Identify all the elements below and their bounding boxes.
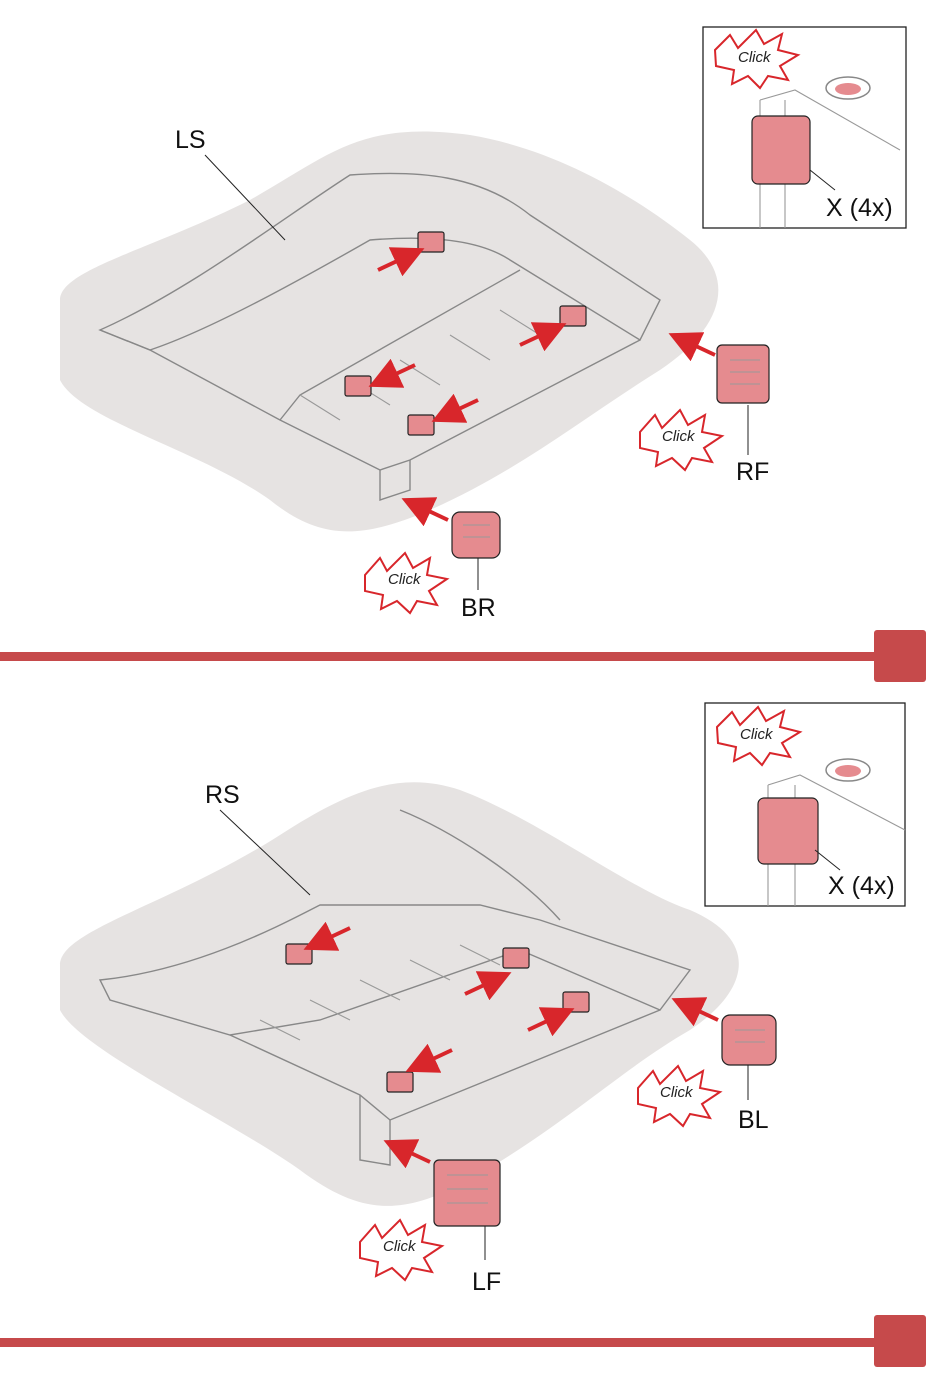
detail-inset: X (4x) Click: [705, 703, 905, 906]
halo-shape: [60, 782, 739, 1206]
end-cap-br: [452, 512, 500, 558]
part-label-rs: RS: [205, 781, 240, 809]
clip-part: [286, 944, 312, 964]
step-2-panel: RS BL LF Click Click X (4x) Click: [0, 690, 950, 1385]
clip-part: [408, 415, 434, 435]
step-1-diagram: LS RF BR Click Click X (4x) Click: [0, 0, 950, 690]
click-burst-icon: Click: [640, 410, 722, 470]
clip-part: [560, 306, 586, 326]
clip-part: [345, 376, 371, 396]
clip-part: [563, 992, 589, 1012]
part-label-bl: BL: [738, 1106, 769, 1134]
halo-shape: [60, 131, 718, 531]
part-label-br: BR: [461, 594, 496, 622]
clip-part: [387, 1072, 413, 1092]
end-cap-lf: [434, 1160, 500, 1226]
end-cap-bl: [722, 1015, 776, 1065]
clip-x-part: [752, 116, 810, 184]
svg-text:Click: Click: [738, 49, 772, 66]
step-1-panel: LS RF BR Click Click X (4x) Click: [0, 0, 950, 690]
section-divider: [0, 1315, 926, 1367]
click-burst-icon: Click: [638, 1066, 720, 1126]
svg-text:Click: Click: [660, 1084, 694, 1101]
detail-inset: X (4x) Click: [703, 27, 906, 228]
part-label-rf: RF: [736, 458, 769, 486]
part-label-x: X (4x): [826, 194, 893, 222]
svg-text:Click: Click: [383, 1238, 417, 1255]
step-2-diagram: RS BL LF Click Click X (4x) Click: [0, 690, 950, 1385]
clip-x-part: [758, 798, 818, 864]
svg-text:Click: Click: [740, 726, 774, 743]
part-label-ls: LS: [175, 126, 206, 154]
part-label-x: X (4x): [828, 872, 895, 900]
clip-part: [418, 232, 444, 252]
clip-part: [503, 948, 529, 968]
click-burst-icon: Click: [360, 1220, 442, 1280]
click-burst-icon: Click: [365, 553, 447, 613]
part-label-lf: LF: [472, 1268, 501, 1296]
svg-text:Click: Click: [388, 571, 422, 588]
svg-text:Click: Click: [662, 428, 696, 445]
section-divider: [0, 630, 926, 682]
end-cap-rf: [717, 345, 769, 403]
